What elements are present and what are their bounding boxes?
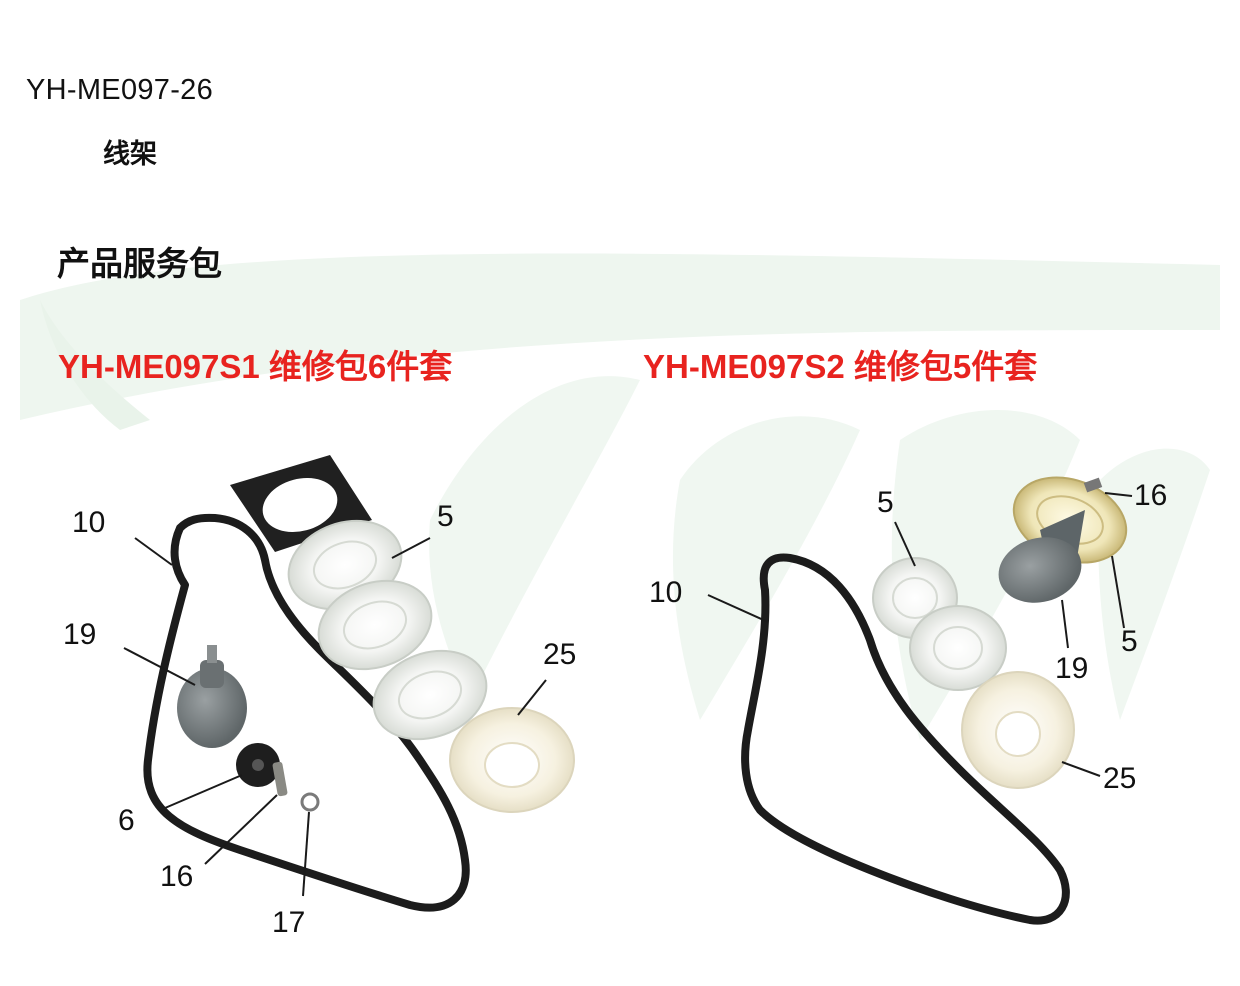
kit-1-title: YH-ME097S1 维修包6件套 [58, 348, 453, 385]
kit-2-callout-valve: 19 [1055, 652, 1089, 685]
ivory-washer [961, 671, 1075, 789]
kit-1-callout-diaphragm: 5 [437, 500, 454, 533]
valve-plunger [177, 645, 247, 748]
clear-diaphragms [872, 557, 1007, 691]
gasket-loop [143, 513, 470, 912]
kit-1-callout-washer: 25 [543, 638, 577, 671]
kit-1-callout-gasket: 10 [72, 506, 106, 539]
kit-2-callout-stem: 16 [1134, 479, 1168, 512]
kit-2-callout-diaphragm: 5 [877, 486, 894, 519]
kit-1-leader-lines [123, 537, 547, 897]
section-title: 产品服务包 [57, 245, 222, 282]
kit-2-callout-washer: 25 [1103, 762, 1137, 795]
small-washer [300, 792, 320, 812]
kit-1-callout-pin: 16 [160, 860, 194, 893]
kit-1-callout-valve: 19 [63, 618, 97, 651]
clear-diaphragms [287, 519, 488, 741]
diaphragm-valve-assembly [998, 476, 1128, 603]
gasket-loop [741, 553, 1070, 925]
kit-2-callout-gasket: 10 [649, 576, 683, 609]
part-code: YH-ME097-26 [26, 74, 214, 106]
kit-2-leader-lines [707, 492, 1133, 777]
spring-pin [272, 761, 288, 797]
kit-2-title: YH-ME097S2 维修包5件套 [643, 348, 1038, 385]
kit-1-callout-small-washer: 17 [272, 906, 306, 939]
black-disc [236, 743, 280, 787]
ivory-washer [449, 707, 575, 813]
kit-2-callout-brass-diaphragm: 5 [1121, 625, 1138, 658]
kit-1-callout-disc: 6 [118, 804, 135, 837]
part-name: 线架 [103, 139, 157, 169]
